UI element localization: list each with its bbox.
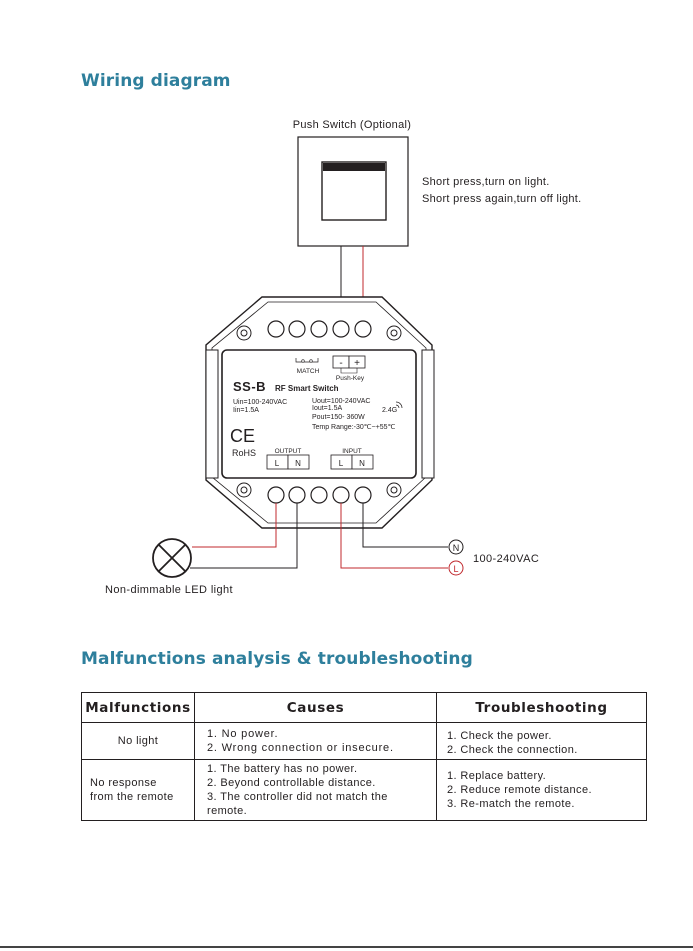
fixes-cell: 1. Check the power. 2. Check the connect… bbox=[436, 722, 647, 760]
top-terminal-1 bbox=[267, 320, 285, 338]
output-n-box bbox=[287, 454, 310, 470]
screw-hole-bottom-left-inner bbox=[240, 486, 248, 494]
short-press-text-1: Short press,turn on light. bbox=[422, 176, 550, 188]
cause-item: 1. No power. bbox=[207, 728, 279, 740]
input-l: L bbox=[339, 459, 344, 468]
cause-item: 2. Wrong connection or insecure. bbox=[207, 742, 394, 754]
push-key-label: Push-Key bbox=[336, 375, 365, 382]
mains-neutral-label: N bbox=[453, 543, 460, 553]
malfunction-text: No response bbox=[90, 777, 157, 789]
causes-cell: 1. The battery has no power. 2. Beyond c… bbox=[194, 759, 437, 821]
rating-temp: Temp Range:-30℃~+55℃ bbox=[312, 424, 396, 431]
led-light-label: Non-dimmable LED light bbox=[105, 584, 233, 596]
cause-item: 3. The controller did not match the remo… bbox=[207, 791, 388, 817]
match-button-icon bbox=[295, 358, 319, 363]
input-n: N bbox=[359, 459, 365, 468]
push-switch-button bbox=[321, 161, 387, 221]
output-label: OUTPUT bbox=[275, 448, 302, 455]
input-n-box bbox=[351, 454, 374, 470]
bottom-terminal-2 bbox=[288, 486, 306, 504]
mounting-tab-right bbox=[421, 349, 435, 479]
output-n: N bbox=[295, 459, 301, 468]
rating-iout: Iout=1.5A bbox=[312, 405, 342, 412]
rating-uin: Uin=100-240VAC bbox=[233, 399, 287, 406]
frequency-label: 2.4G bbox=[382, 407, 397, 414]
push-key-plus: + bbox=[354, 358, 360, 369]
table-header-row: Malfunctions Causes Troubleshooting bbox=[81, 692, 647, 723]
output-l: L bbox=[275, 459, 280, 468]
mounting-tab-left bbox=[205, 349, 219, 479]
rating-iin: Iin=1.5A bbox=[233, 407, 259, 414]
fix-item: 2. Reduce remote distance. bbox=[447, 784, 592, 796]
troubleshooting-table: Malfunctions Causes Troubleshooting No l… bbox=[81, 692, 647, 821]
push-key-minus: - bbox=[339, 358, 342, 369]
malfunction-text: No light bbox=[117, 735, 159, 747]
short-press-text-2: Short press again,turn off light. bbox=[422, 193, 582, 205]
top-terminal-3 bbox=[310, 320, 328, 338]
rating-pout: Pout=150- 360W bbox=[312, 414, 365, 421]
lamp-wire-live bbox=[192, 503, 277, 548]
bottom-terminal-1 bbox=[267, 486, 285, 504]
mains-voltage-label: 100-240VAC bbox=[473, 553, 539, 565]
top-terminal-5 bbox=[354, 320, 372, 338]
wireless-signal-icon bbox=[395, 401, 403, 409]
bottom-terminal-3 bbox=[310, 486, 328, 504]
input-label: INPUT bbox=[342, 448, 362, 455]
screw-hole-top-left-inner bbox=[240, 329, 248, 337]
header-causes: Causes bbox=[194, 692, 437, 723]
top-terminal-4 bbox=[332, 320, 350, 338]
troubleshooting-title: Malfunctions analysis & troubleshooting bbox=[81, 649, 473, 669]
mains-neutral-terminal bbox=[448, 539, 464, 555]
rating-uout: Uout=100-240VAC bbox=[312, 398, 370, 405]
screw-hole-bottom-right-inner bbox=[390, 486, 398, 494]
wiring-diagram-title: Wiring diagram bbox=[81, 71, 231, 91]
lamp-wire-neutral bbox=[190, 503, 298, 569]
device-name: RF Smart Switch bbox=[275, 384, 339, 393]
device-label-panel bbox=[221, 349, 417, 479]
malfunction-cell: No response from the remote bbox=[81, 759, 195, 821]
ce-mark: CE bbox=[230, 426, 255, 446]
mains-live-terminal bbox=[448, 560, 464, 576]
fix-item: 3. Re-match the remote. bbox=[447, 798, 575, 810]
led-lamp-icon bbox=[152, 538, 192, 578]
causes-cell: 1. No power. 2. Wrong connection or inse… bbox=[194, 722, 437, 760]
bottom-terminal-4 bbox=[332, 486, 350, 504]
fix-item: 1. Replace battery. bbox=[447, 770, 547, 782]
match-label: MATCH bbox=[297, 368, 320, 375]
device-model: SS-B bbox=[233, 379, 266, 394]
rohs-mark: RoHS bbox=[232, 448, 256, 458]
fixes-cell: 1. Replace battery. 2. Reduce remote dis… bbox=[436, 759, 647, 821]
cause-item: 2. Beyond controllable distance. bbox=[207, 777, 376, 789]
header-troubleshooting: Troubleshooting bbox=[436, 692, 647, 723]
push-switch-button-top bbox=[323, 163, 385, 171]
mains-wire-neutral bbox=[362, 503, 448, 548]
cause-item: 1. The battery has no power. bbox=[207, 763, 358, 775]
page-bottom-rule bbox=[0, 946, 693, 948]
screw-hole-top-right-inner bbox=[390, 329, 398, 337]
bottom-terminal-5 bbox=[354, 486, 372, 504]
mains-wire-live bbox=[340, 503, 448, 569]
header-malfunctions: Malfunctions bbox=[81, 692, 195, 723]
fix-item: 1. Check the power. bbox=[447, 729, 552, 742]
table-row: No response from the remote 1. The batte… bbox=[81, 759, 647, 821]
malfunction-cell: No light bbox=[81, 722, 195, 760]
malfunction-text: from the remote bbox=[90, 791, 174, 803]
wiring-diagram: Push Switch (Optional) Short press,turn … bbox=[105, 119, 582, 596]
mains-live-label: L bbox=[453, 564, 458, 574]
top-terminal-2 bbox=[288, 320, 306, 338]
push-switch-label: Push Switch (Optional) bbox=[293, 119, 411, 131]
fix-item: 2. Check the connection. bbox=[447, 743, 578, 756]
table-row: No light 1. No power. 2. Wrong connectio… bbox=[81, 722, 647, 760]
